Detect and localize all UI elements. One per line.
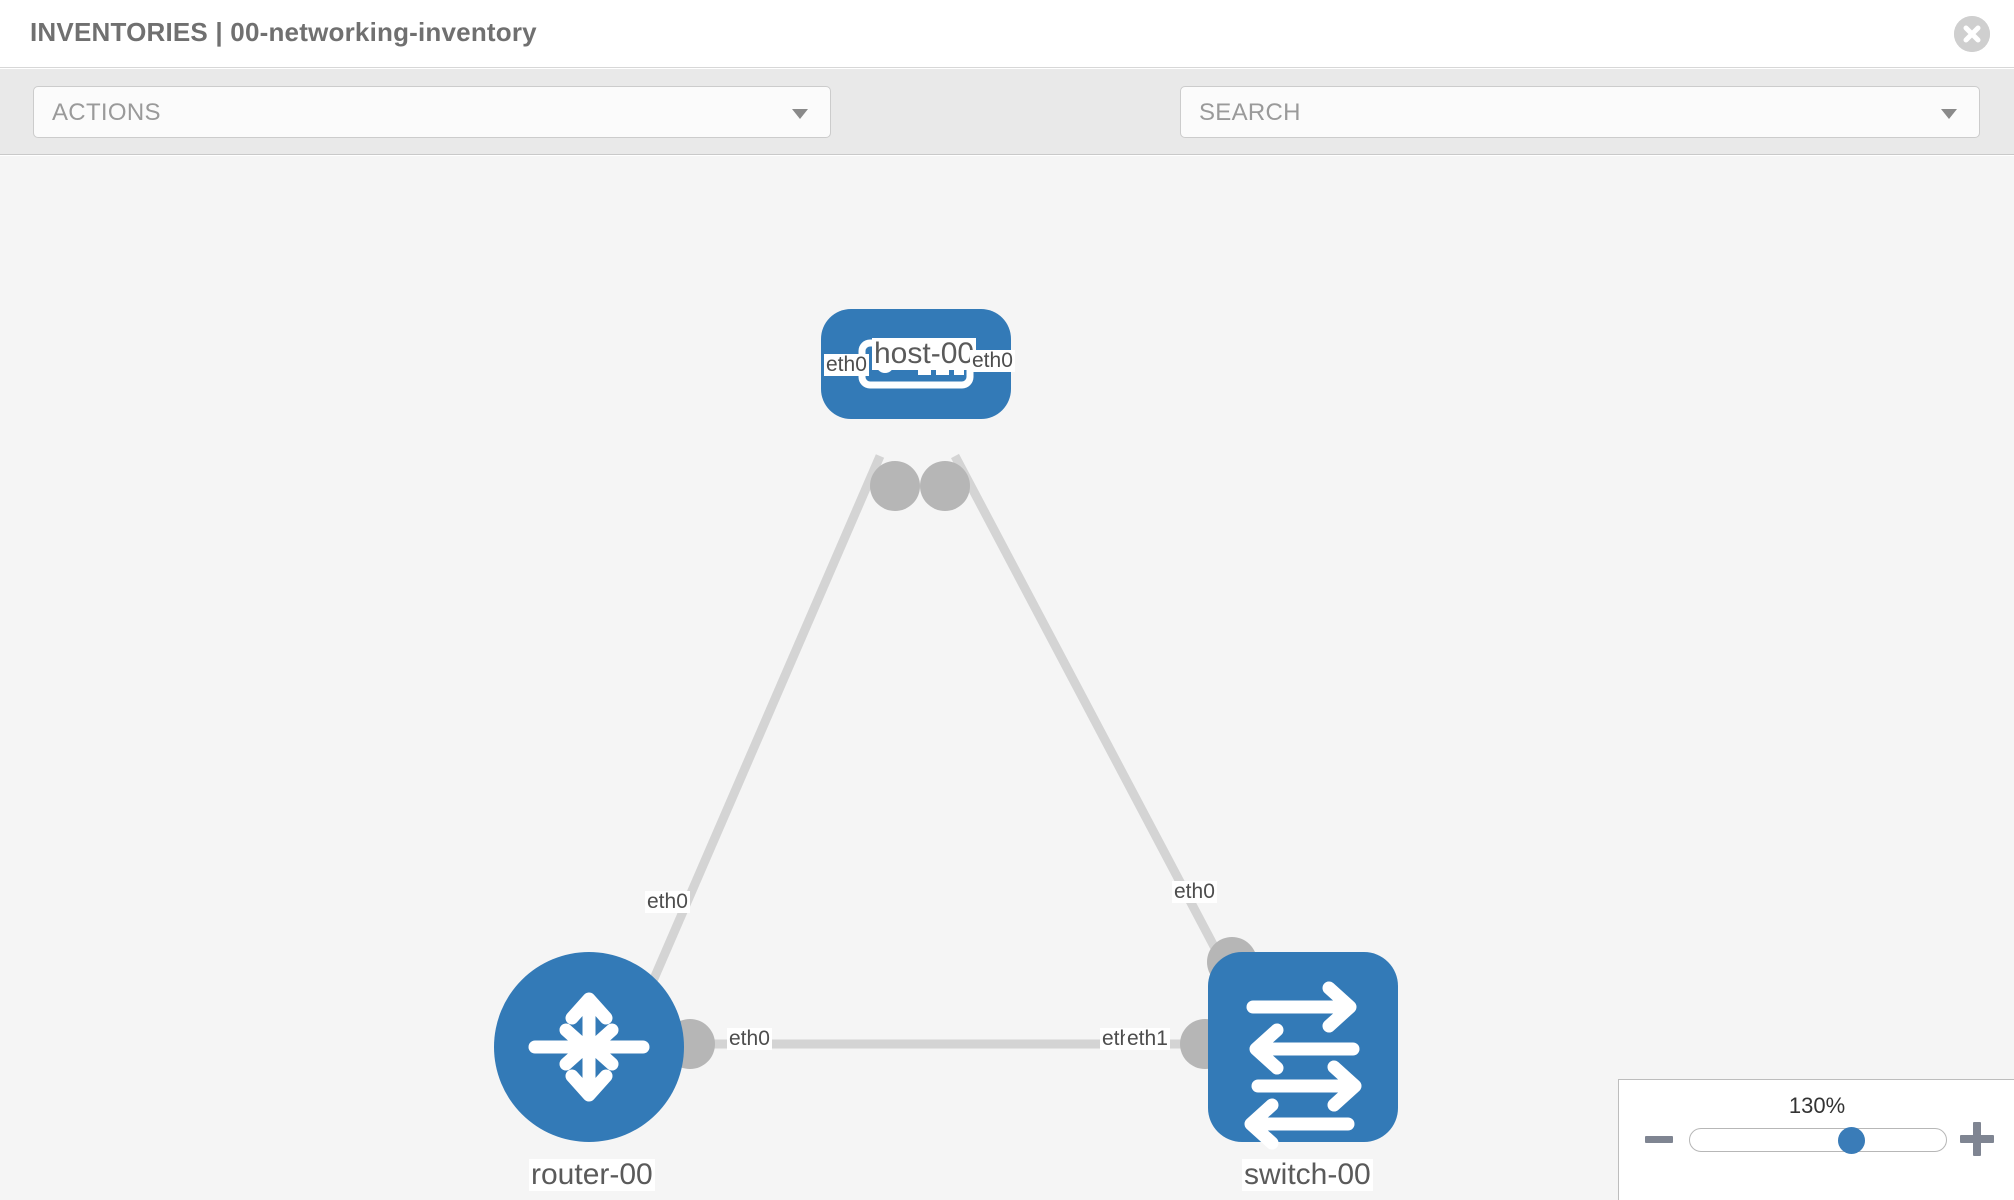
- interface-label: eth0: [824, 353, 869, 377]
- endpoint-host00-left: [870, 461, 920, 511]
- node-label-host-00: host-00: [872, 337, 977, 370]
- close-icon[interactable]: [1954, 16, 1990, 52]
- zoom-slider-thumb[interactable]: [1838, 1127, 1865, 1154]
- node-router-00[interactable]: [494, 952, 684, 1142]
- edge-host00-router00: [635, 454, 885, 1013]
- search-input[interactable]: SEARCH: [1180, 86, 1980, 138]
- interface-label: eth0: [1172, 880, 1217, 904]
- switch-arrows-icon: [1244, 981, 1362, 1150]
- page-title: INVENTORIES | 00-networking-inventory: [30, 17, 537, 47]
- toolbar: ACTIONS: [0, 69, 2014, 195]
- node-switch-00[interactable]: [1208, 952, 1398, 1150]
- zoom-control-panel: 130%: [1618, 1079, 2014, 1200]
- node-label-switch-00: switch-00: [1242, 1158, 1373, 1191]
- chevron-down-icon: [792, 109, 808, 119]
- interface-label: eth0: [727, 1027, 772, 1051]
- minus-icon[interactable]: [1645, 1136, 1673, 1143]
- chevron-down-icon[interactable]: [1941, 109, 1957, 119]
- interface-label: eth0: [645, 890, 690, 914]
- topology-canvas[interactable]: host-00 router-00 switch-00 eth0 eth0 et…: [0, 156, 2014, 1200]
- interface-label: eth1: [1125, 1027, 1170, 1051]
- interface-label: eth0: [970, 349, 1015, 373]
- zoom-slider-track[interactable]: [1689, 1128, 1947, 1152]
- node-label-router-00: router-00: [529, 1158, 655, 1191]
- topology-edges: [635, 453, 1239, 1049]
- actions-dropdown-label: ACTIONS: [52, 99, 161, 126]
- edge-host00-switch00: [951, 453, 1239, 989]
- plus-icon[interactable]: [1960, 1122, 1994, 1156]
- page-header: INVENTORIES | 00-networking-inventory: [0, 0, 2014, 68]
- search-placeholder: SEARCH: [1199, 99, 1301, 126]
- endpoint-host00-right: [920, 461, 970, 511]
- topology-endpoints: [665, 461, 1257, 1069]
- zoom-level-value: 130%: [1788, 1093, 1846, 1118]
- actions-dropdown[interactable]: ACTIONS: [33, 86, 831, 138]
- router-four-arrows-icon: [528, 992, 650, 1102]
- topology-graph: [494, 309, 1398, 1150]
